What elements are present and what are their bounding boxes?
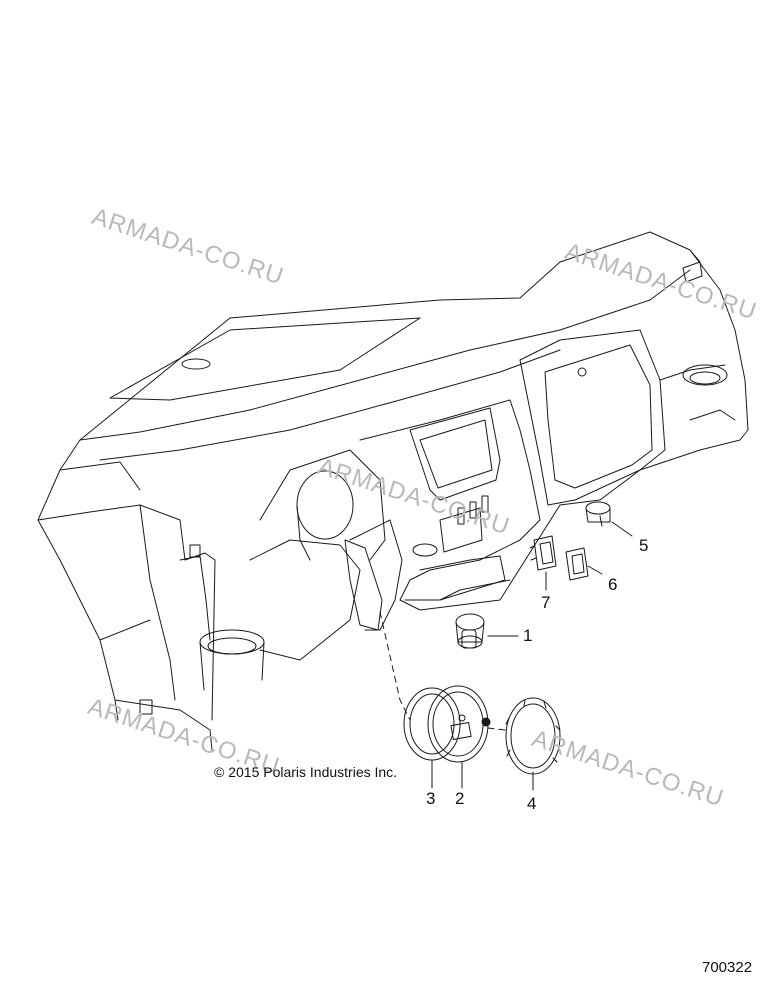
callout-3: 3 <box>426 789 436 808</box>
callout-7: 7 <box>541 593 551 612</box>
gauge-bezel-ring <box>505 697 561 791</box>
document-number: 700322 <box>702 959 753 976</box>
power-outlet <box>585 501 633 537</box>
copyright-text: © 2015 Polaris Industries Inc. <box>214 764 398 780</box>
dashboard-panel <box>37 231 749 751</box>
callout-2: 2 <box>455 789 465 808</box>
rocker-switch-6 <box>565 547 603 581</box>
gauge-assembly <box>379 611 506 789</box>
ignition-switch <box>455 613 519 649</box>
callout-4: 4 <box>527 794 537 813</box>
rocker-switch-7 <box>529 535 557 591</box>
callout-6: 6 <box>608 575 618 594</box>
callout-1: 1 <box>523 626 533 645</box>
callout-5: 5 <box>639 536 649 555</box>
